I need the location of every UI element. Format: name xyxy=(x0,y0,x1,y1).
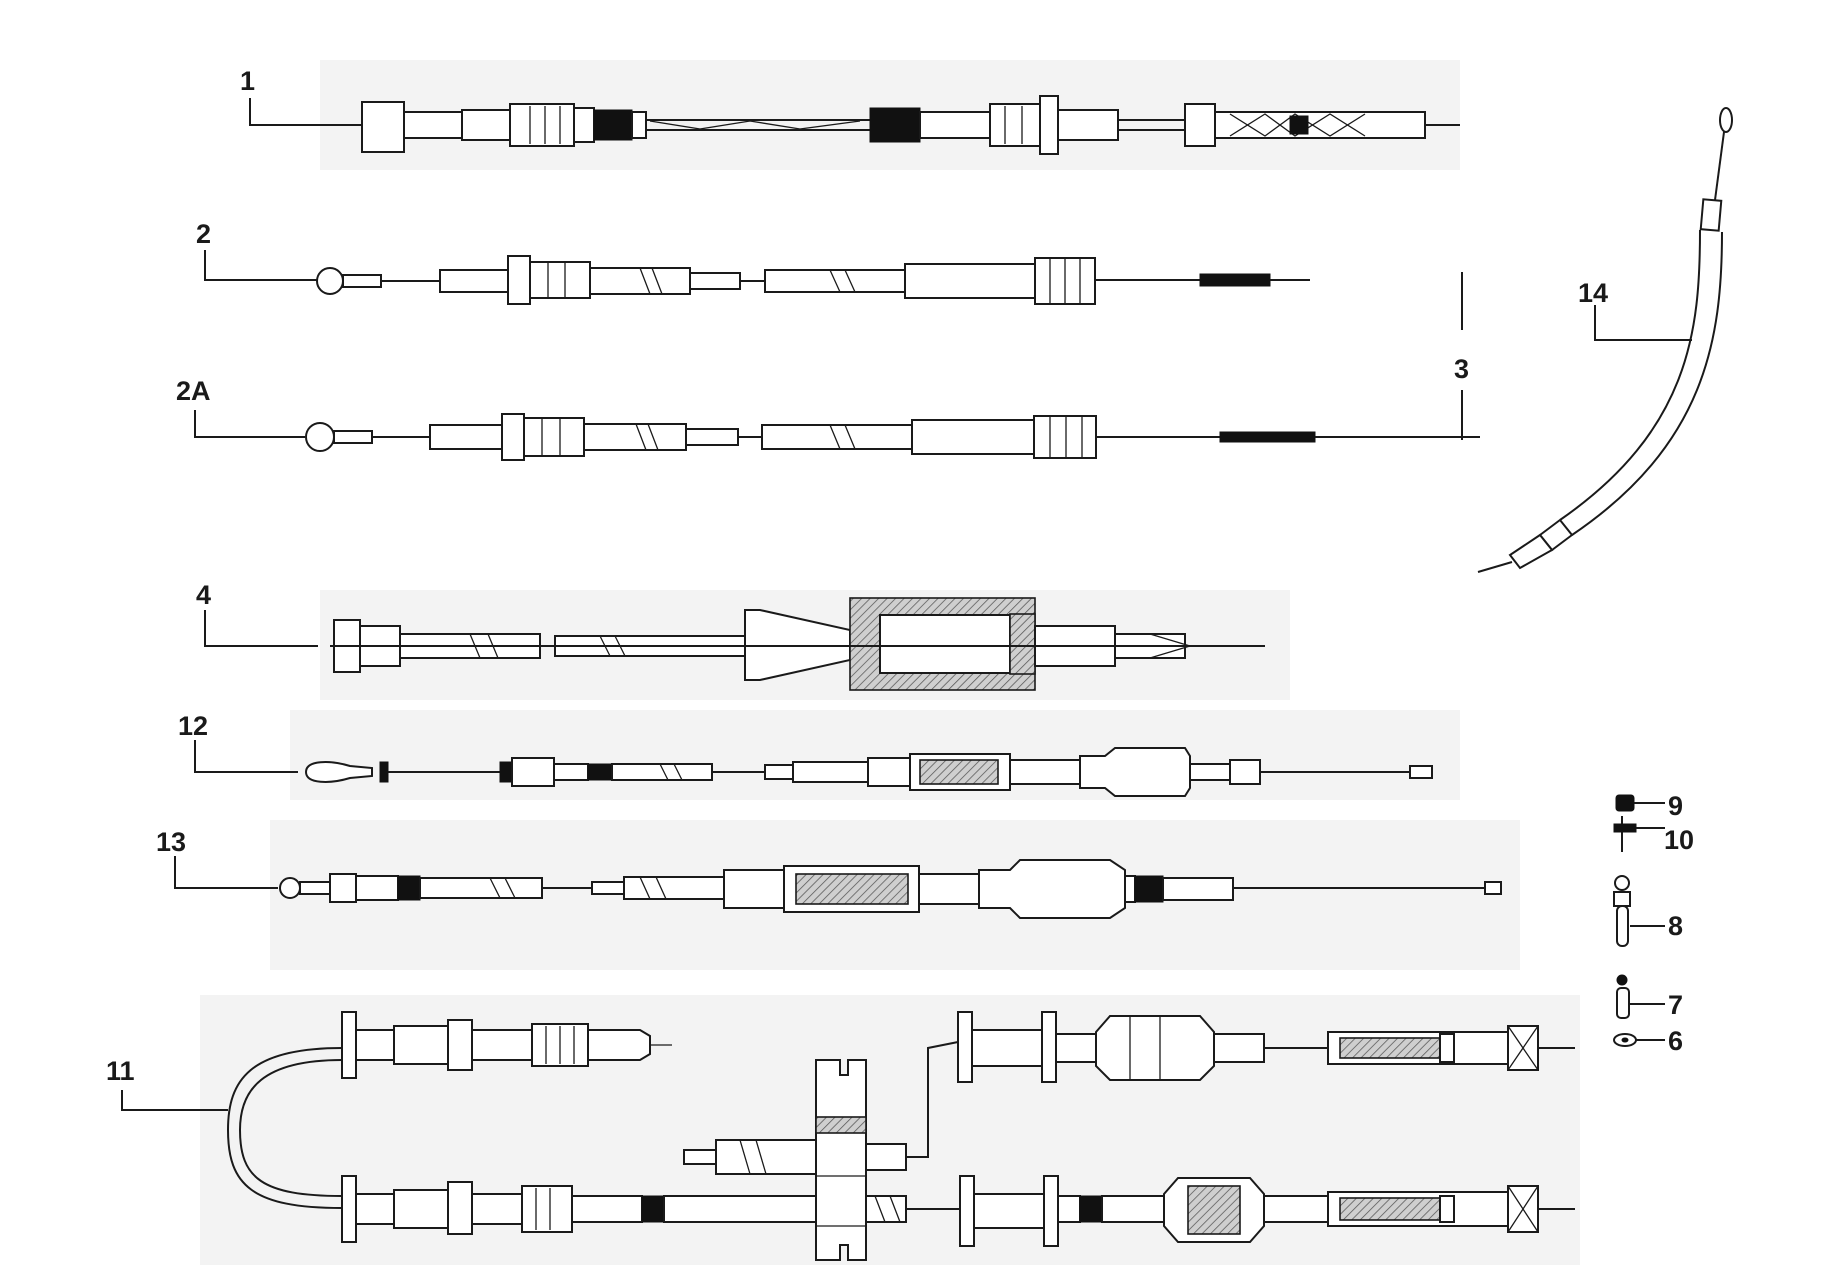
part-label-6: 6 xyxy=(1668,1026,1683,1056)
part-label-3: 3 xyxy=(1454,354,1469,384)
part-label-2a: 2A xyxy=(176,376,211,406)
cable-part-11[interactable] xyxy=(121,1011,1575,1261)
cable-part-4[interactable] xyxy=(204,597,1265,691)
part-10-bolt[interactable] xyxy=(1613,816,1665,852)
cable-part-13[interactable] xyxy=(174,856,1502,919)
part-label-10: 10 xyxy=(1664,825,1694,855)
part-8-pin[interactable] xyxy=(1613,875,1665,947)
part-label-9: 9 xyxy=(1668,791,1683,821)
cable-part-12[interactable] xyxy=(194,740,1433,797)
part-6-washer[interactable] xyxy=(1613,1033,1665,1047)
part-7-pin[interactable] xyxy=(1616,974,1665,1019)
part-label-7: 7 xyxy=(1668,990,1683,1020)
part-label-11: 11 xyxy=(106,1056,135,1086)
cable-part-2a[interactable] xyxy=(194,410,1480,461)
part-label-12: 12 xyxy=(178,711,208,741)
part-label-13: 13 xyxy=(156,827,186,857)
part-label-14: 14 xyxy=(1578,278,1608,308)
cable-part-1[interactable] xyxy=(249,95,1460,155)
part-label-8: 8 xyxy=(1668,911,1683,941)
cable-part-2[interactable] xyxy=(204,250,1310,305)
cable-part-14[interactable] xyxy=(1477,107,1733,573)
part-label-1: 1 xyxy=(240,66,255,96)
part-9-screw-head[interactable] xyxy=(1615,794,1665,812)
part-label-2: 2 xyxy=(196,219,211,249)
part-label-4: 4 xyxy=(196,580,211,610)
